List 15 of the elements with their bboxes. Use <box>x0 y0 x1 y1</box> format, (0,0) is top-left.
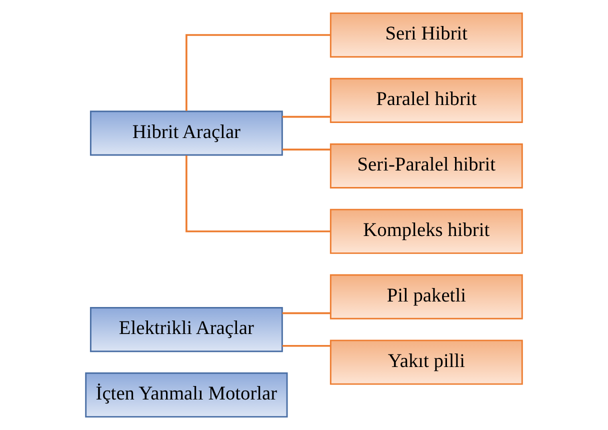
node-box: Pil paketli <box>330 274 523 320</box>
node-box: Hibrit Araçlar <box>90 110 283 156</box>
connector <box>186 155 331 232</box>
node-box: Elektrikli Araçlar <box>90 306 283 352</box>
node-box: Paralel hibrit <box>330 78 523 124</box>
connector <box>282 312 330 314</box>
connector <box>282 148 330 150</box>
node-box: İçten Yanmalı Motorlar <box>85 372 288 418</box>
node-box: Kompleks hibrit <box>330 208 523 254</box>
node-box: Seri-Paralel hibrit <box>330 143 523 188</box>
node-box: Yakıt pilli <box>330 340 523 385</box>
node-box: Seri Hibrit <box>330 12 523 58</box>
connector <box>282 116 330 118</box>
connector <box>282 344 330 347</box>
connector <box>186 34 331 111</box>
